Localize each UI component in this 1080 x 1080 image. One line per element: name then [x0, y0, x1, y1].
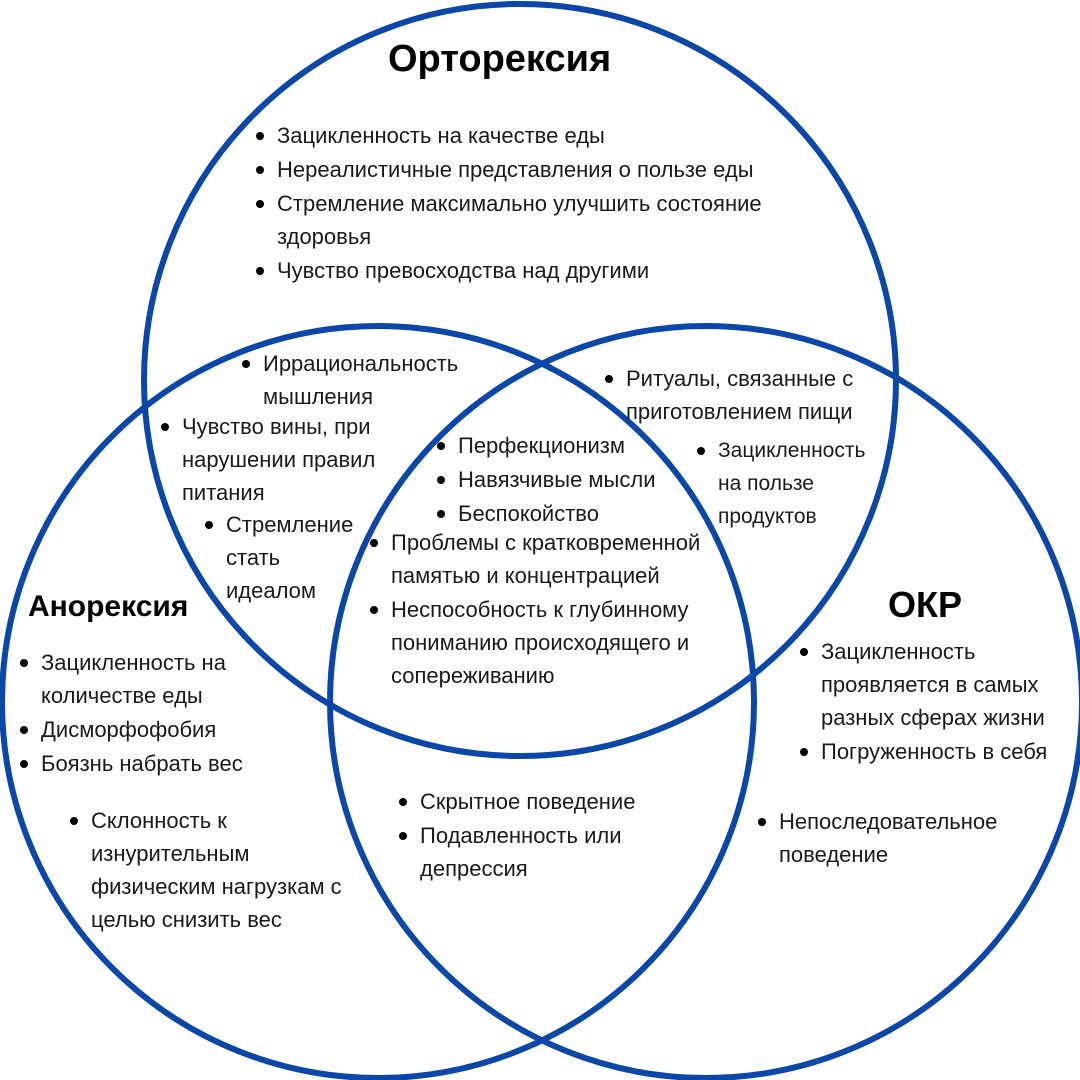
- circle-anorexia: [0, 323, 757, 1080]
- list-item: Склонность к изнурительным физическим на…: [69, 804, 369, 936]
- list-item: Зацикленность на количестве еды: [19, 646, 259, 712]
- list-item: Погруженность в себя: [799, 735, 1069, 768]
- title-ocd: ОКР: [888, 584, 962, 625]
- list-item: Чувство вины, при нарушении правил питан…: [160, 410, 410, 509]
- list-orthorexia-ocd-b: Зацикленность на пользе продуктов: [696, 434, 878, 534]
- list-item: Зацикленность проявляется в самых разных…: [799, 635, 1069, 734]
- list-ocd-only-b: Непоследовательное поведение: [757, 805, 1047, 872]
- list-item: Дисморфофобия: [19, 713, 259, 746]
- list-item: Скрытное поведение: [398, 785, 688, 818]
- list-item: Стремление стать идеалом: [204, 508, 364, 607]
- title-orthorexia: Орторексия: [388, 38, 612, 80]
- list-ocd-only-a: Зацикленность проявляется в самых разных…: [799, 635, 1069, 769]
- list-item: Ритуалы, связанные с приготовлением пищи: [604, 362, 894, 428]
- list-orthorexia-anorexia-a: Иррациональность мышления: [241, 347, 481, 414]
- list-item: Боязнь набрать вес: [19, 747, 259, 780]
- list-item: Нереалистичные представления о пользе ед…: [255, 153, 815, 186]
- list-item: Проблемы с кратковременной памятью и кон…: [369, 526, 739, 592]
- list-anorexia-only-b: Склонность к изнурительным физическим на…: [69, 804, 369, 937]
- list-item: Беспокойство: [436, 497, 686, 530]
- list-item: Непоследовательное поведение: [757, 805, 1047, 871]
- list-item: Стремление максимально улучшить состояни…: [255, 187, 815, 253]
- list-orthorexia-anorexia-b: Чувство вины, при нарушении правил питан…: [160, 410, 410, 510]
- list-item: Зацикленность на пользе продуктов: [696, 434, 878, 533]
- list-orthorexia-anorexia-c: Стремление стать идеалом: [204, 508, 364, 608]
- list-item: Подавленность или депрессия: [398, 819, 688, 885]
- list-item: Зацикленность на качестве еды: [255, 119, 815, 152]
- list-item: Иррациональность мышления: [241, 347, 481, 413]
- list-orthorexia-ocd-a: Ритуалы, связанные с приготовлением пищи: [604, 362, 894, 429]
- list-item: Неспособность к глубинному пониманию про…: [369, 593, 739, 692]
- list-item: Перфекционизм: [436, 429, 686, 462]
- title-anorexia: Анорексия: [28, 590, 189, 623]
- list-item: Чувство превосходства над другими: [255, 254, 815, 287]
- list-center-b: Проблемы с кратковременной памятью и кон…: [369, 526, 739, 693]
- list-item: Навязчивые мысли: [436, 463, 686, 496]
- circle-ocd: [327, 323, 1080, 1080]
